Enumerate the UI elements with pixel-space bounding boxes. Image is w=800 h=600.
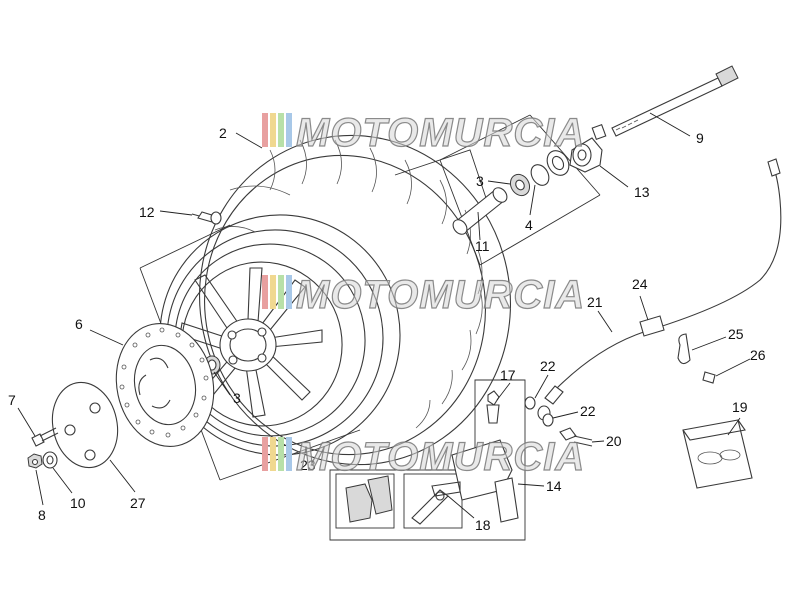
callout-3-upper: 3 <box>476 173 484 189</box>
bleed-valve-17 <box>486 390 500 424</box>
spacer-11 <box>452 187 508 235</box>
screw-26 <box>702 371 716 384</box>
callout-17: 17 <box>500 367 516 383</box>
callout-12: 12 <box>139 204 155 220</box>
brake-disc <box>115 322 215 448</box>
callout-18: 18 <box>475 517 491 533</box>
callout-23: 23 <box>300 457 316 473</box>
brake-pads-23 <box>345 475 393 523</box>
watermark-stripe <box>270 113 276 147</box>
callout-10: 10 <box>70 495 86 511</box>
watermark-brand: MOTOMURCIA <box>296 273 585 317</box>
watermark-brand: MOTOMURCIA <box>296 435 585 479</box>
callout-9: 9 <box>696 130 704 146</box>
watermark-stripe <box>262 113 268 147</box>
callout-19: 19 <box>732 399 748 415</box>
watermark-stripe <box>270 437 276 471</box>
seal-5 <box>546 150 570 176</box>
pad-pin-18 <box>411 481 461 525</box>
watermark-stripe <box>262 437 268 471</box>
watermark-stripe <box>270 275 276 309</box>
callout-20: 20 <box>606 433 622 449</box>
watermark-stripe <box>286 113 292 147</box>
nut-8 <box>27 453 43 469</box>
callout-25: 25 <box>728 326 744 342</box>
watermark-middle: MOTOMURCIA <box>262 272 585 318</box>
watermark-stripe <box>286 437 292 471</box>
disc-carrier <box>51 381 119 469</box>
callout-24: 24 <box>632 276 648 292</box>
watermark-stripe <box>278 113 284 147</box>
grease-packet-19 <box>682 419 753 489</box>
callout-21: 21 <box>587 294 603 310</box>
circlip-4 <box>530 164 550 186</box>
callout-26: 26 <box>750 347 766 363</box>
brake-hose-21 <box>537 158 782 421</box>
washer-10 <box>42 451 58 469</box>
callout-3-lower: 3 <box>233 390 241 406</box>
bolt-12 <box>191 211 222 225</box>
leader-lines <box>17 112 751 519</box>
watermark-stripe <box>278 437 284 471</box>
watermark-stripe <box>278 275 284 309</box>
callout-2: 2 <box>219 125 227 141</box>
callout-4: 4 <box>525 217 533 233</box>
callout-27: 27 <box>130 495 146 511</box>
watermark-stripe <box>262 275 268 309</box>
banjo-bolt-20 <box>559 427 593 447</box>
bearing-3 <box>509 173 531 197</box>
tire <box>199 134 511 466</box>
callout-14: 14 <box>546 478 562 494</box>
watermark-top: MOTOMURCIA <box>262 110 585 156</box>
wheel-rim <box>159 214 401 456</box>
axle-9 <box>611 65 739 137</box>
hose-sleeve-24 <box>639 315 665 337</box>
washers-22 <box>524 396 554 427</box>
callout-labels: 2 9 3 4 11 13 12 3 6 7 8 10 27 17 22 22 … <box>8 125 766 533</box>
bolt-7 <box>31 427 59 447</box>
watermark-brand: MOTOMURCIA <box>296 111 585 155</box>
callout-13: 13 <box>634 184 650 200</box>
watermark-stripe <box>286 275 292 309</box>
callout-22-upper: 22 <box>540 358 556 374</box>
callout-8: 8 <box>38 507 46 523</box>
callout-22-lower: 22 <box>580 403 596 419</box>
watermark-bottom: MOTOMURCIA <box>262 434 585 480</box>
axle-assembly-frame <box>439 114 601 266</box>
hose-clip-25 <box>677 333 691 365</box>
speedometer-drive-13 <box>569 123 607 173</box>
callout-6: 6 <box>75 316 83 332</box>
callout-7: 7 <box>8 392 16 408</box>
callout-11: 11 <box>475 238 490 254</box>
